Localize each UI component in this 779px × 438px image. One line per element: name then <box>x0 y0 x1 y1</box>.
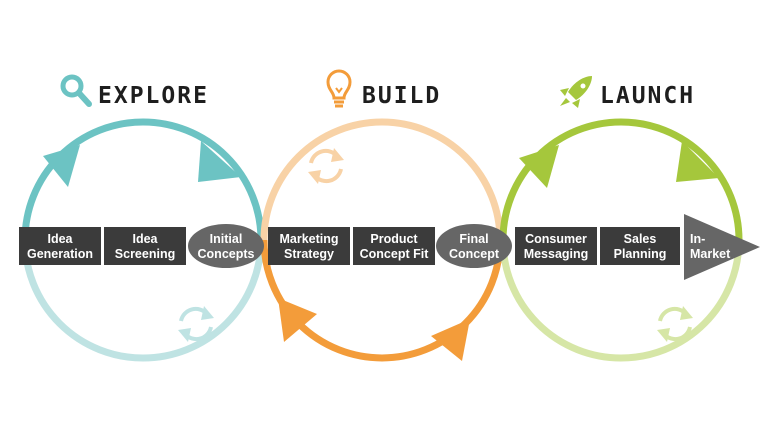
step-label-line2: Planning <box>614 247 667 261</box>
phase-title-build: BUILD <box>362 83 441 109</box>
rocket-icon <box>560 76 592 108</box>
explore-arc-bottom <box>21 239 265 362</box>
launch-arc-top <box>499 118 743 241</box>
step-label-line1: Product <box>370 232 418 246</box>
launch-cycle <box>499 118 743 362</box>
refresh-icon <box>657 306 693 342</box>
step-label-line1: Marketing <box>279 232 338 246</box>
step-label-line2: Generation <box>27 247 93 261</box>
milestone-in-market: In- Market <box>684 214 760 280</box>
step-label-line2: Screening <box>115 247 175 261</box>
step-label-line1: Final <box>459 232 488 246</box>
lightbulb-icon <box>326 69 352 108</box>
step-idea-generation: Idea Generation <box>19 227 101 265</box>
launch-arc-bottom <box>499 239 743 362</box>
explore-arrow-left <box>43 145 80 187</box>
step-label-line2: Concept Fit <box>360 247 430 261</box>
step-label-line2: Strategy <box>284 247 334 261</box>
refresh-icon <box>178 306 214 342</box>
launch-arrow-left <box>519 145 559 188</box>
step-idea-screening: Idea Screening <box>104 227 186 265</box>
phase-title-launch: LAUNCH <box>600 83 695 109</box>
refresh-icon <box>308 148 344 184</box>
build-arrow-left <box>278 298 317 342</box>
magnifier-icon <box>60 74 92 107</box>
step-label-line2: Messaging <box>524 247 589 261</box>
step-label-line1: Consumer <box>525 232 587 246</box>
explore-cycle <box>21 118 265 362</box>
step-label-line1: Idea <box>47 232 73 246</box>
build-cycle <box>260 118 504 362</box>
step-label-line1: In- <box>690 232 705 246</box>
step-sales-planning: Sales Planning <box>600 227 680 265</box>
step-label-line2: Market <box>690 247 731 261</box>
build-arc-top <box>260 118 504 241</box>
launch-arrow-right <box>676 141 719 182</box>
step-label-line2: Concept <box>449 247 500 261</box>
phase-title-explore: EXPLORE <box>98 83 209 109</box>
step-label-line1: Sales <box>624 232 657 246</box>
step-product-concept-fit: Product Concept Fit <box>353 227 435 265</box>
build-arrow-right <box>431 319 470 361</box>
step-label-line2: Concepts <box>198 247 255 261</box>
step-label-line1: Initial <box>210 232 243 246</box>
step-consumer-messaging: Consumer Messaging <box>515 227 597 265</box>
milestone-initial-concepts: Initial Concepts <box>188 224 264 268</box>
explore-arc-top <box>21 118 265 241</box>
step-label-line1: Idea <box>132 232 158 246</box>
build-arc-bottom <box>260 239 504 362</box>
explore-arrow-right <box>198 141 241 182</box>
step-marketing-strategy: Marketing Strategy <box>268 227 350 265</box>
process-flow: Idea Generation Idea Screening Initial C… <box>19 214 760 280</box>
milestone-final-concept: Final Concept <box>436 224 512 268</box>
